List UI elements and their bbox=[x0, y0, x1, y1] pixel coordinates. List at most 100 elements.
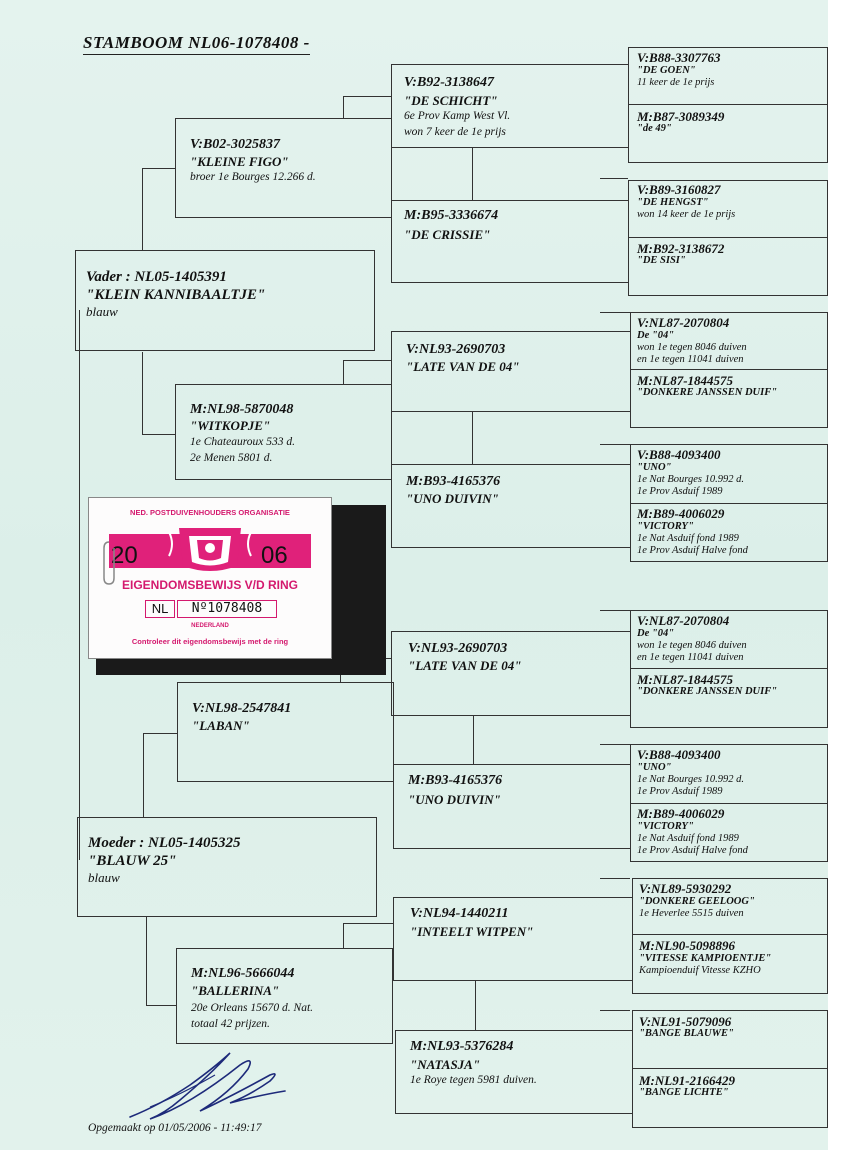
certificate-footer: Controleer dit eigendomsbewijs met de ri… bbox=[131, 637, 289, 646]
ancestor-note: 1e Heverlee 5515 duiven bbox=[639, 908, 744, 919]
ancestor-note: 6e Prov Kamp West Vl. bbox=[404, 110, 511, 122]
ancestor-name: "VITESSE KAMPIOENTJE" bbox=[639, 953, 772, 964]
ancestor-note: 1e Nat Bourges 10.992 d. bbox=[637, 474, 744, 485]
ancestor-code: V:B88-3307763 bbox=[637, 50, 721, 65]
connector-line bbox=[142, 352, 143, 434]
ancestor-note: 11 keer de 1e prijs bbox=[637, 77, 715, 88]
gen4-box bbox=[630, 610, 828, 728]
ancestor-code: M:B95-3336674 bbox=[404, 208, 499, 223]
certificate-country: NEDERLAND bbox=[191, 623, 229, 629]
ancestor-code: M:NL87-1844575 bbox=[637, 373, 734, 388]
connector-line bbox=[79, 310, 80, 860]
connector-line bbox=[146, 916, 147, 1006]
connector-line bbox=[343, 923, 393, 924]
connector-line bbox=[146, 1005, 176, 1006]
father-box bbox=[75, 250, 375, 351]
ancestor-code: V:NL93-2690703 bbox=[406, 342, 506, 357]
ancestor-name: "UNO" bbox=[637, 462, 672, 473]
ancestor-note: 1e Roye tegen 5981 duiven. bbox=[410, 1074, 537, 1086]
ancestor-name: "BANGE BLAUWE" bbox=[639, 1028, 734, 1039]
ancestor-code: V:NL89-5930292 bbox=[639, 881, 732, 896]
ancestor-name: "BALLERINA" bbox=[191, 983, 280, 998]
ancestor-name: "LABAN" bbox=[192, 718, 250, 733]
mother-box bbox=[77, 817, 377, 917]
connector-line bbox=[600, 444, 630, 445]
gen4-divider bbox=[628, 237, 828, 238]
ancestor-name: "DE HENGST" bbox=[637, 197, 709, 208]
ancestor-note: won 7 keer de 1e prijs bbox=[404, 126, 506, 138]
connector-line bbox=[475, 981, 476, 1030]
gen4-divider bbox=[630, 668, 828, 669]
gen4-divider bbox=[632, 1068, 828, 1069]
ancestor-note: won 1e tegen 8046 duiven bbox=[637, 342, 747, 353]
ancestor-note: 2e Menen 5801 d. bbox=[190, 452, 273, 464]
ancestor-code: V:NL87-2070804 bbox=[637, 613, 730, 628]
ancestor-name: "DONKERE JANSSEN DUIF" bbox=[637, 387, 778, 398]
ancestor-name: "LATE VAN DE 04" bbox=[408, 658, 522, 673]
certificate-ring-number: Nº1078408 bbox=[177, 600, 277, 618]
ancestor-code: V:NL94-1440211 bbox=[410, 906, 509, 921]
ancestor-code: M:B87-3089349 bbox=[637, 109, 725, 124]
connector-line bbox=[343, 96, 344, 118]
gen4-divider bbox=[628, 104, 828, 105]
ancestor-name: "INTEELT WITPEN" bbox=[410, 924, 534, 939]
certificate-year-right: 06 bbox=[261, 542, 288, 569]
ancestor-name: "UNO" bbox=[637, 762, 672, 773]
ancestor-note: 1e Prov Asduif 1989 bbox=[637, 786, 723, 797]
mother-note: blauw bbox=[88, 870, 120, 885]
connector-line bbox=[600, 178, 628, 179]
dam-of-mother-box bbox=[176, 948, 393, 1044]
connector-line bbox=[143, 733, 144, 818]
gen4-box bbox=[632, 1010, 828, 1128]
mother-name: "BLAUW 25" bbox=[88, 853, 177, 869]
ancestor-note: 1e Chateauroux 533 d. bbox=[190, 436, 295, 448]
certificate-org: NED. POSTDUIVENHOUDERS ORGANISATIE bbox=[130, 508, 290, 517]
ancestor-note: 1e Prov Asduif Halve fond bbox=[637, 845, 748, 856]
certificate-country-code: NL bbox=[145, 600, 175, 618]
ancestor-name: "DE SISI" bbox=[637, 255, 686, 266]
ancestor-note: 1e Prov Asduif Halve fond bbox=[637, 545, 748, 556]
signature bbox=[129, 1052, 286, 1120]
sire-of-mother-box bbox=[177, 682, 394, 782]
gen4-box bbox=[628, 180, 828, 296]
ancestor-note: en 1e tegen 11041 duiven bbox=[637, 652, 744, 663]
ancestor-name: "VICTORY" bbox=[637, 521, 694, 532]
ancestor-name: "DE GOEN" bbox=[637, 65, 696, 76]
ancestor-code: M:NL90-5098896 bbox=[639, 938, 736, 953]
ancestor-code: M:B89-4006029 bbox=[637, 506, 725, 521]
connector-line bbox=[473, 716, 474, 764]
certificate-year-left: 20 bbox=[111, 542, 138, 569]
ancestor-name: "UNO DUIVIN" bbox=[408, 792, 501, 807]
ancestor-note: 1e Nat Asduif fond 1989 bbox=[637, 533, 739, 544]
staple-icon bbox=[103, 541, 115, 585]
connector-line bbox=[600, 312, 630, 313]
ancestor-name: "LATE VAN DE 04" bbox=[406, 359, 520, 374]
ancestor-name: "de 49" bbox=[637, 123, 672, 134]
ancestor-code: V:B89-3160827 bbox=[637, 182, 721, 197]
ancestor-code: M:B93-4165376 bbox=[406, 474, 501, 489]
ancestor-code: V:NL93-2690703 bbox=[408, 641, 508, 656]
father-code: Vader : NL05-1405391 bbox=[86, 269, 227, 285]
gen4-box bbox=[628, 47, 828, 163]
ancestor-code: M:B93-4165376 bbox=[408, 773, 503, 788]
connector-line bbox=[142, 434, 176, 435]
ancestor-name: "DE CRISSIE" bbox=[404, 227, 491, 242]
gen4-divider bbox=[630, 369, 828, 370]
ancestor-code: V:NL87-2070804 bbox=[637, 315, 730, 330]
ancestor-note: 1e Prov Asduif 1989 bbox=[637, 486, 723, 497]
connector-line bbox=[343, 923, 344, 948]
ancestor-code: V:B92-3138647 bbox=[404, 75, 494, 90]
ancestor-code: M:NL96-5666044 bbox=[191, 966, 295, 981]
gen4-divider bbox=[632, 934, 828, 935]
page-title: STAMBOOM NL06-1078408 - bbox=[83, 33, 310, 55]
ancestor-code: M:B89-4006029 bbox=[637, 806, 725, 821]
gen4-box bbox=[630, 312, 828, 428]
ancestor-name: De "04" bbox=[637, 330, 675, 341]
gen4-divider bbox=[630, 503, 828, 504]
gen4-divider bbox=[630, 803, 828, 804]
father-name: "KLEIN KANNIBAALTJE" bbox=[86, 287, 266, 303]
ancestor-name: "WITKOPJE" bbox=[190, 418, 271, 433]
dam-of-father-box bbox=[175, 384, 392, 480]
ancestor-code: V:NL98-2547841 bbox=[192, 701, 292, 716]
ancestor-note: en 1e tegen 11041 duiven bbox=[637, 354, 744, 365]
